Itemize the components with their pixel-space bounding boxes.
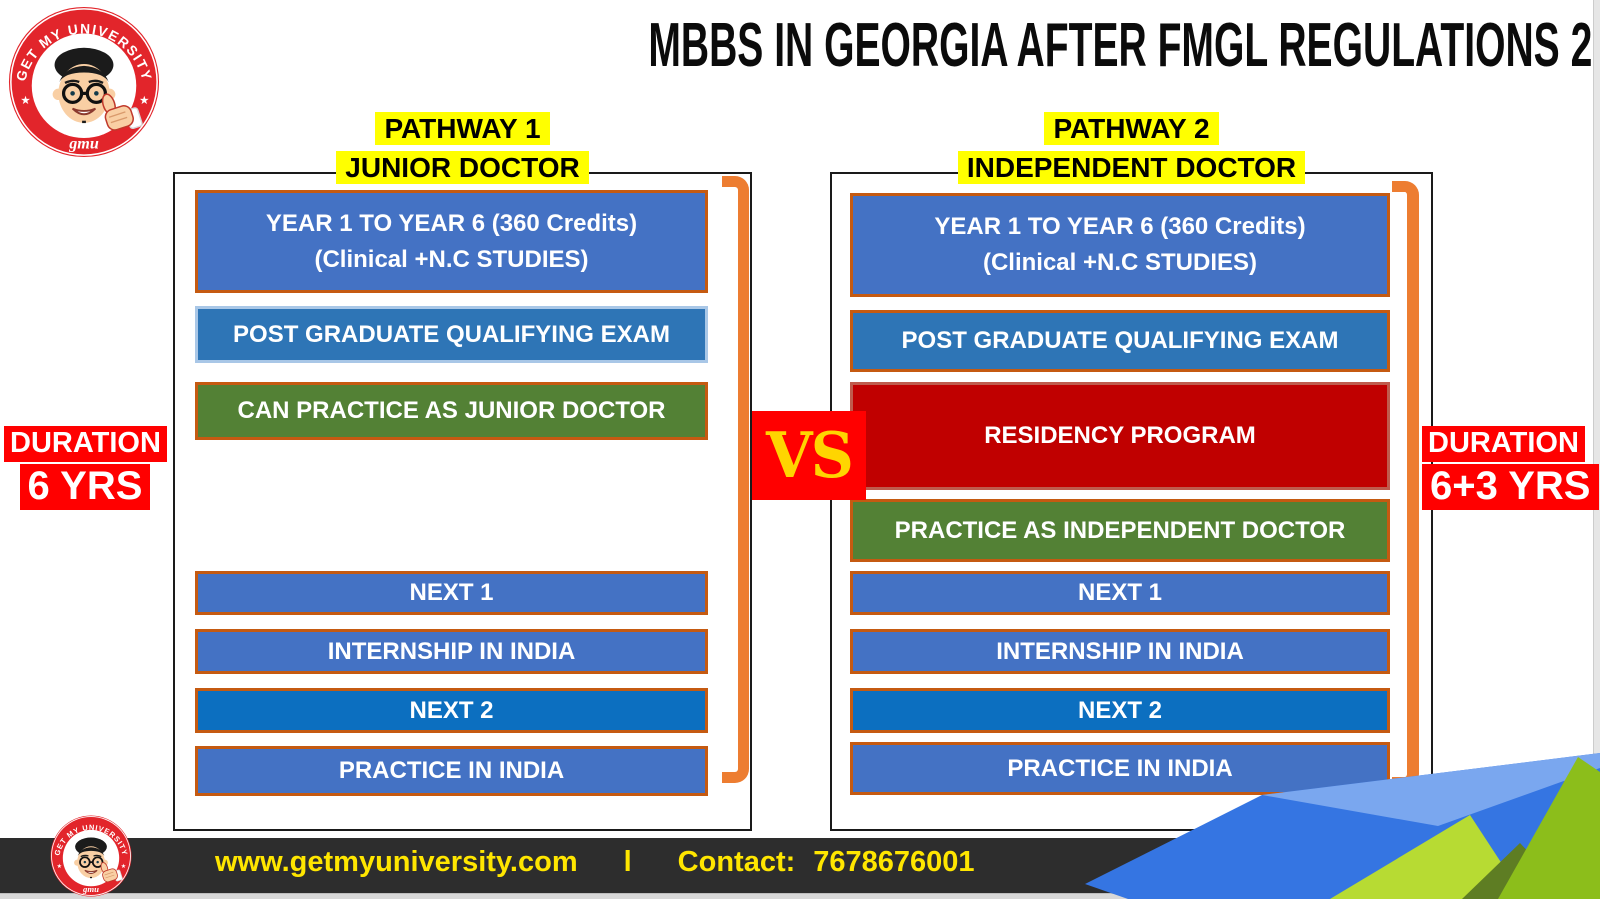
p2-step-next2: NEXT 2: [850, 688, 1390, 733]
p1-step-internship: INTERNSHIP IN INDIA: [195, 629, 708, 674]
p2-step-next1: NEXT 1: [850, 571, 1390, 615]
footer-contact-line: www.getmyuniversity.com l Contact: 76786…: [215, 846, 975, 879]
pathway1-duration-value: 6 YRS: [19, 464, 151, 510]
p2-step-independent-doctor: PRACTICE AS INDEPENDENT DOCTOR: [850, 499, 1390, 562]
getmyuniversity-logo: GET MY UNIVERSITY ★ ★ gmu: [8, 6, 160, 158]
footer-contact-label: Contact:: [677, 846, 796, 878]
p2-step-years: YEAR 1 TO YEAR 6 (360 Credits) (Clinical…: [850, 193, 1390, 297]
pathway1-duration: DURATION 6 YRS: [4, 426, 167, 510]
p1-step-years-line2: (Clinical +N.C STUDIES): [314, 245, 589, 273]
footer-separator: l: [623, 846, 632, 878]
getmyuniversity-logo-footer: [50, 815, 132, 897]
p1-step-pg-exam: POST GRADUATE QUALIFYING EXAM: [195, 306, 708, 363]
pathway2-duration-value: 6+3 YRS: [1422, 464, 1599, 510]
p2-step-residency: RESIDENCY PROGRAM: [850, 382, 1390, 490]
pathway2-duration-label: DURATION: [1422, 426, 1585, 462]
p1-step-years: YEAR 1 TO YEAR 6 (360 Credits) (Clinical…: [195, 190, 708, 293]
p1-step-junior-doctor: CAN PRACTICE AS JUNIOR DOCTOR: [195, 382, 708, 440]
pathway2-duration: DURATION 6+3 YRS: [1422, 426, 1600, 510]
footer-website: www.getmyuniversity.com: [215, 846, 578, 878]
footer-phone: 7678676001: [813, 846, 975, 878]
p1-step-next1: NEXT 1: [195, 571, 708, 615]
pathway2-title: PATHWAY 2 INDEPENDENT DOCTOR: [830, 112, 1433, 190]
pathway2-title-line2: INDEPENDENT DOCTOR: [957, 151, 1306, 184]
p2-step-years-line1: YEAR 1 TO YEAR 6 (360 Credits): [934, 213, 1306, 240]
page-title: MBBS IN GEORGIA AFTER FMGL REGULATIONS 2…: [648, 11, 1600, 80]
pathway1-duration-label: DURATION: [4, 426, 167, 462]
p2-step-internship: INTERNSHIP IN INDIA: [850, 629, 1390, 674]
p1-step-next2: NEXT 2: [195, 688, 708, 733]
pathway1-title-line1: PATHWAY 1: [375, 112, 550, 145]
pathway1-title: PATHWAY 1 JUNIOR DOCTOR: [173, 112, 752, 190]
right-edge-strip: [1593, 0, 1600, 899]
p1-step-practice-india: PRACTICE IN INDIA: [195, 746, 708, 796]
pathway2-title-line1: PATHWAY 2: [1044, 112, 1219, 145]
pathway1-bracket: [722, 176, 749, 783]
pathway2-bracket: [1392, 181, 1419, 788]
bottom-edge-strip: [0, 893, 1600, 899]
p2-step-practice-india: PRACTICE IN INDIA: [850, 742, 1390, 795]
vs-badge: VS: [752, 411, 866, 500]
p2-step-pg-exam: POST GRADUATE QUALIFYING EXAM: [850, 310, 1390, 372]
p1-step-years-line1: YEAR 1 TO YEAR 6 (360 Credits): [265, 209, 638, 237]
p2-step-years-line2: (Clinical +N.C STUDIES): [982, 249, 1258, 276]
pathway1-title-line2: JUNIOR DOCTOR: [336, 151, 589, 184]
